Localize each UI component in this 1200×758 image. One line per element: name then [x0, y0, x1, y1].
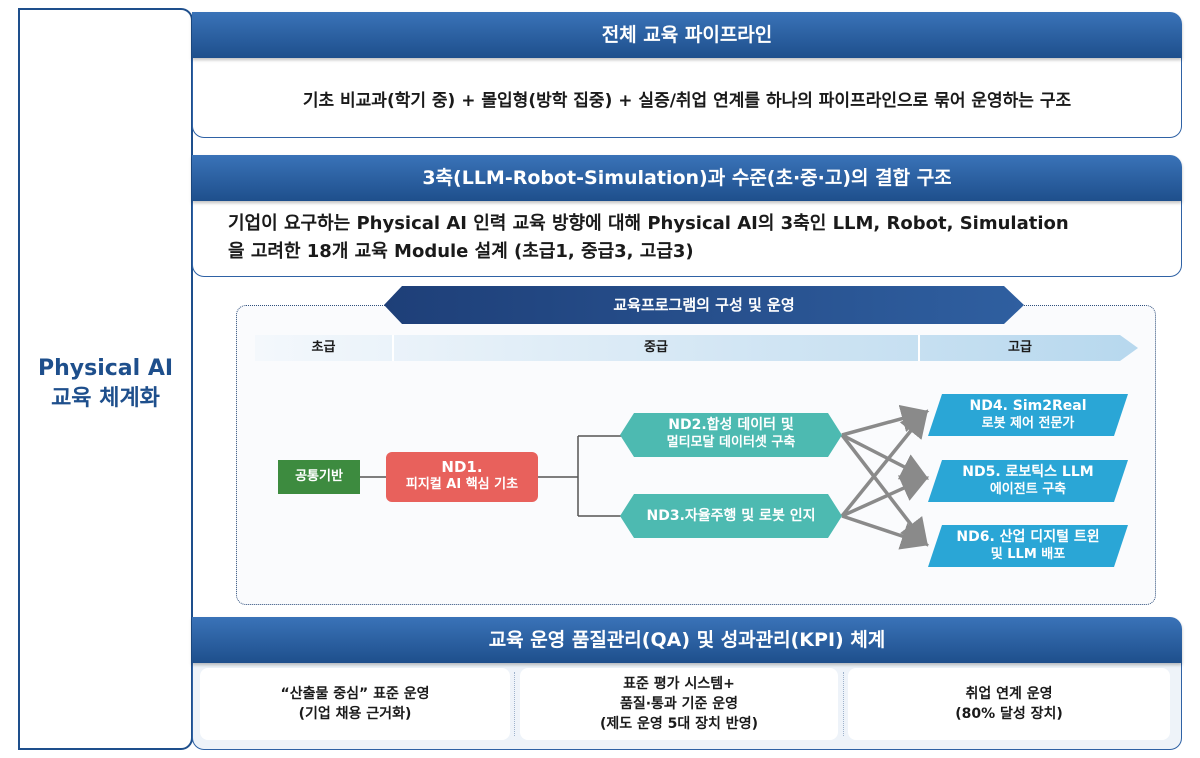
side-title-line1: Physical AI: [37, 356, 174, 381]
side-panel: [18, 8, 193, 750]
program-banner: 교육프로그램의 구성 및 운영: [384, 286, 1024, 324]
side-title: Physical AI 교육 체계화: [18, 354, 193, 414]
qa-separator: [514, 672, 515, 736]
node-nd3: ND3.자율주행 및 로봇 인지: [620, 494, 842, 538]
qa-card-employment-line2: (80% 달성 장치): [955, 706, 1063, 722]
nd2-line2: 멀티모달 데이터셋 구축: [666, 435, 796, 450]
level-bar: [255, 335, 1138, 361]
nd2-line1: ND2.합성 데이터 및: [668, 417, 794, 433]
pipeline-text: 기초 비교과(학기 중) + 몰입형(방학 집중) + 실증/취업 연계를 하나…: [302, 91, 1072, 111]
nd5-line1: ND5. 로보틱스 LLM: [962, 464, 1094, 480]
structure-text-line1: 기업이 요구하는 Physical AI 인력 교육 방향에 대해 Physic…: [228, 213, 1069, 234]
qa-card-output-line1: “산출물 중심” 표준 운영: [280, 686, 430, 702]
level-divider: [392, 335, 394, 361]
nd6-line1: ND6. 산업 디지털 트윈: [956, 529, 1100, 545]
pipeline-header: 전체 교육 파이프라인: [192, 12, 1182, 58]
nd6-line2: 및 LLM 배포: [990, 547, 1066, 562]
nd4-line1: ND4. Sim2Real: [969, 398, 1087, 414]
qa-card-employment-line1: 취업 연계 운영: [965, 686, 1053, 702]
node-nd6: ND6. 산업 디지털 트윈 및 LLM 배포: [928, 525, 1128, 567]
qa-card-evaluation-line1: 표준 평가 시스템+: [623, 676, 735, 692]
qa-card-output: “산출물 중심” 표준 운영 (기업 채용 근거화): [200, 668, 510, 740]
nd1-title: 피지컬 AI 핵심 기초: [405, 477, 519, 492]
qa-card-evaluation: 표준 평가 시스템+ 품질·통과 기준 운영 (제도 운영 5대 장치 반영): [520, 668, 838, 740]
qa-card-evaluation-line3: (제도 운영 5대 장치 반영): [600, 716, 758, 732]
nd4-line2: 로봇 제어 전문가: [981, 416, 1075, 431]
level-intermediate: 중급: [644, 340, 668, 355]
node-common-base: 공통기반: [278, 460, 360, 494]
side-title-line2: 교육 체계화: [51, 386, 160, 411]
structure-text-line2: 을 고려한 18개 교육 Module 설계 (초급1, 중급3, 고급3): [228, 241, 694, 262]
node-nd5: ND5. 로보틱스 LLM 에이전트 구축: [928, 460, 1128, 502]
qa-card-evaluation-line2: 품질·통과 기준 운영: [619, 696, 739, 712]
connector-nd1-branch: [538, 435, 624, 517]
nd1-code: ND1.: [441, 458, 483, 476]
level-advanced: 고급: [1008, 340, 1032, 355]
level-divider: [918, 335, 920, 361]
connector-arrows: [840, 404, 930, 550]
structure-header: 3축(LLM-Robot-Simulation)과 수준(초·중·고)의 결합 …: [192, 155, 1182, 201]
qa-card-employment: 취업 연계 운영 (80% 달성 장치): [848, 668, 1170, 740]
node-nd1: ND1. 피지컬 AI 핵심 기초: [386, 452, 538, 502]
qa-card-output-line2: (기업 채용 근거화): [298, 706, 412, 722]
structure-text: 기업이 요구하는 Physical AI 인력 교육 방향에 대해 Physic…: [228, 210, 1168, 266]
node-nd4: ND4. Sim2Real 로봇 제어 전문가: [928, 394, 1128, 436]
qa-separator: [843, 672, 844, 736]
qa-header: 교육 운영 품질관리(QA) 및 성과관리(KPI) 체계: [192, 617, 1182, 663]
level-beginner: 초급: [311, 340, 336, 355]
node-nd2: ND2.합성 데이터 및 멀티모달 데이터셋 구축: [620, 413, 842, 457]
nd5-line2: 에이전트 구축: [989, 482, 1067, 497]
